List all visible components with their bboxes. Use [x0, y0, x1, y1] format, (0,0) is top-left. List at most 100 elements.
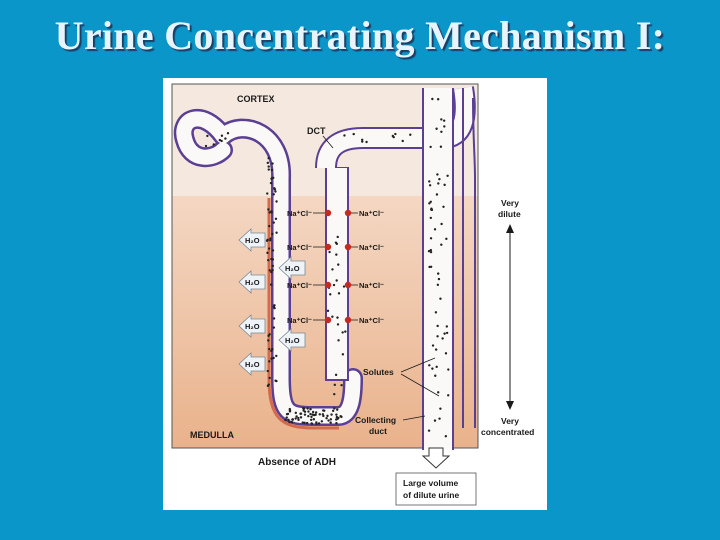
solute-dot	[327, 419, 330, 422]
solute-dot	[339, 415, 342, 418]
solute-dot	[331, 409, 335, 413]
solute-dot	[326, 414, 329, 418]
solute-dot	[269, 181, 273, 185]
solute-dot	[310, 422, 314, 426]
nacl-pump	[344, 281, 352, 289]
solute-dot	[439, 145, 443, 148]
solute-dot	[307, 410, 310, 413]
solute-dot	[270, 270, 273, 274]
solute-dot	[439, 407, 442, 410]
solute-dot	[288, 420, 291, 424]
solute-dot	[299, 412, 303, 415]
water-label: H₂O	[245, 360, 260, 369]
solute-dot	[311, 410, 315, 414]
solute-dot	[299, 416, 303, 419]
solute-dot	[445, 331, 449, 335]
solute-dot	[285, 416, 288, 419]
solute-dot	[314, 411, 318, 414]
solute-dot	[394, 132, 397, 136]
water-label: H₂O	[285, 264, 300, 273]
solute-dot	[352, 132, 355, 136]
solute-dot	[270, 168, 274, 172]
solute-dot	[266, 384, 270, 388]
solute-dot	[272, 193, 275, 196]
solute-dot	[271, 249, 275, 252]
solute-dot	[321, 413, 325, 416]
solute-dot	[333, 392, 336, 396]
label-solutes: Solutes	[363, 367, 394, 377]
solute-dot	[337, 292, 341, 295]
solute-dot	[329, 293, 332, 296]
solute-dot	[443, 332, 446, 335]
water-arrow	[238, 228, 266, 252]
solute-dot	[297, 418, 300, 422]
solute-dot	[436, 283, 440, 287]
label-very-conc-2: concentrated	[481, 427, 534, 437]
solute-dot	[428, 180, 431, 183]
solute-dot	[303, 421, 306, 425]
label-medulla: MEDULLA	[190, 430, 234, 440]
label-collecting-duct-2: duct	[369, 426, 387, 436]
solute-dot	[317, 422, 321, 425]
solute-dot	[343, 134, 346, 137]
water-label: H₂O	[245, 236, 260, 245]
solute-dot	[329, 418, 333, 421]
solute-dot	[310, 415, 313, 419]
solute-dot	[437, 182, 440, 185]
solute-dot	[285, 413, 289, 416]
solute-dot	[428, 184, 432, 187]
solute-dot	[271, 268, 274, 272]
solute-dot	[365, 140, 368, 144]
dct-leader	[322, 135, 334, 149]
solute-dot	[268, 211, 271, 214]
solute-dot	[433, 419, 437, 422]
solute-dot	[325, 417, 328, 420]
solute-dot	[328, 250, 331, 254]
outflow-label-2: of dilute urine	[403, 490, 459, 500]
solute-dot	[267, 157, 270, 160]
solute-dot	[333, 407, 336, 410]
solute-dot	[294, 417, 297, 420]
solute-dot	[443, 125, 446, 128]
solute-dot	[268, 269, 271, 272]
solute-dot	[435, 193, 439, 196]
solute-dot	[271, 258, 275, 261]
solute-dot	[336, 235, 339, 239]
solute-dot	[409, 133, 412, 136]
solute-dot	[318, 413, 321, 416]
solute-dot	[212, 143, 216, 146]
solute-dot	[429, 145, 432, 149]
solute-dot	[447, 394, 450, 397]
nacl-label-right: Na⁺Cl⁻	[359, 243, 384, 252]
solute-dot	[307, 414, 310, 418]
solute-dot	[436, 98, 440, 101]
solute-dot	[433, 228, 437, 231]
nacl-pump	[324, 243, 332, 251]
label-very-dilute-1: Very	[501, 198, 519, 208]
solute-dot	[267, 208, 270, 211]
solute-dot	[438, 417, 441, 420]
solute-dot	[302, 407, 306, 410]
solute-dot	[341, 331, 344, 334]
kidney-diagram-svg: Na⁺Cl⁻Na⁺Cl⁻Na⁺Cl⁻Na⁺Cl⁻Na⁺Cl⁻Na⁺Cl⁻Na⁺C…	[163, 78, 547, 510]
solute-dot	[335, 279, 338, 282]
solute-dot	[428, 202, 431, 205]
water-arrow	[238, 314, 266, 338]
nacl-pump	[324, 281, 332, 289]
solute-dot	[297, 416, 300, 420]
nacl-label-left: Na⁺Cl⁻	[287, 209, 312, 218]
solute-dots	[204, 97, 450, 438]
solute-dot	[266, 251, 269, 255]
solute-dot	[331, 315, 334, 318]
solute-dot	[434, 311, 438, 314]
solute-dot	[431, 97, 434, 101]
solute-dot	[266, 161, 270, 165]
nacl-pumps: Na⁺Cl⁻Na⁺Cl⁻Na⁺Cl⁻Na⁺Cl⁻Na⁺Cl⁻Na⁺Cl⁻Na⁺C…	[287, 209, 384, 325]
solute-dot	[442, 205, 445, 208]
solute-dot	[301, 421, 304, 424]
solute-dot	[226, 132, 230, 135]
solute-dot	[302, 409, 305, 412]
solute-dot	[439, 297, 442, 300]
solute-dot	[294, 411, 298, 415]
